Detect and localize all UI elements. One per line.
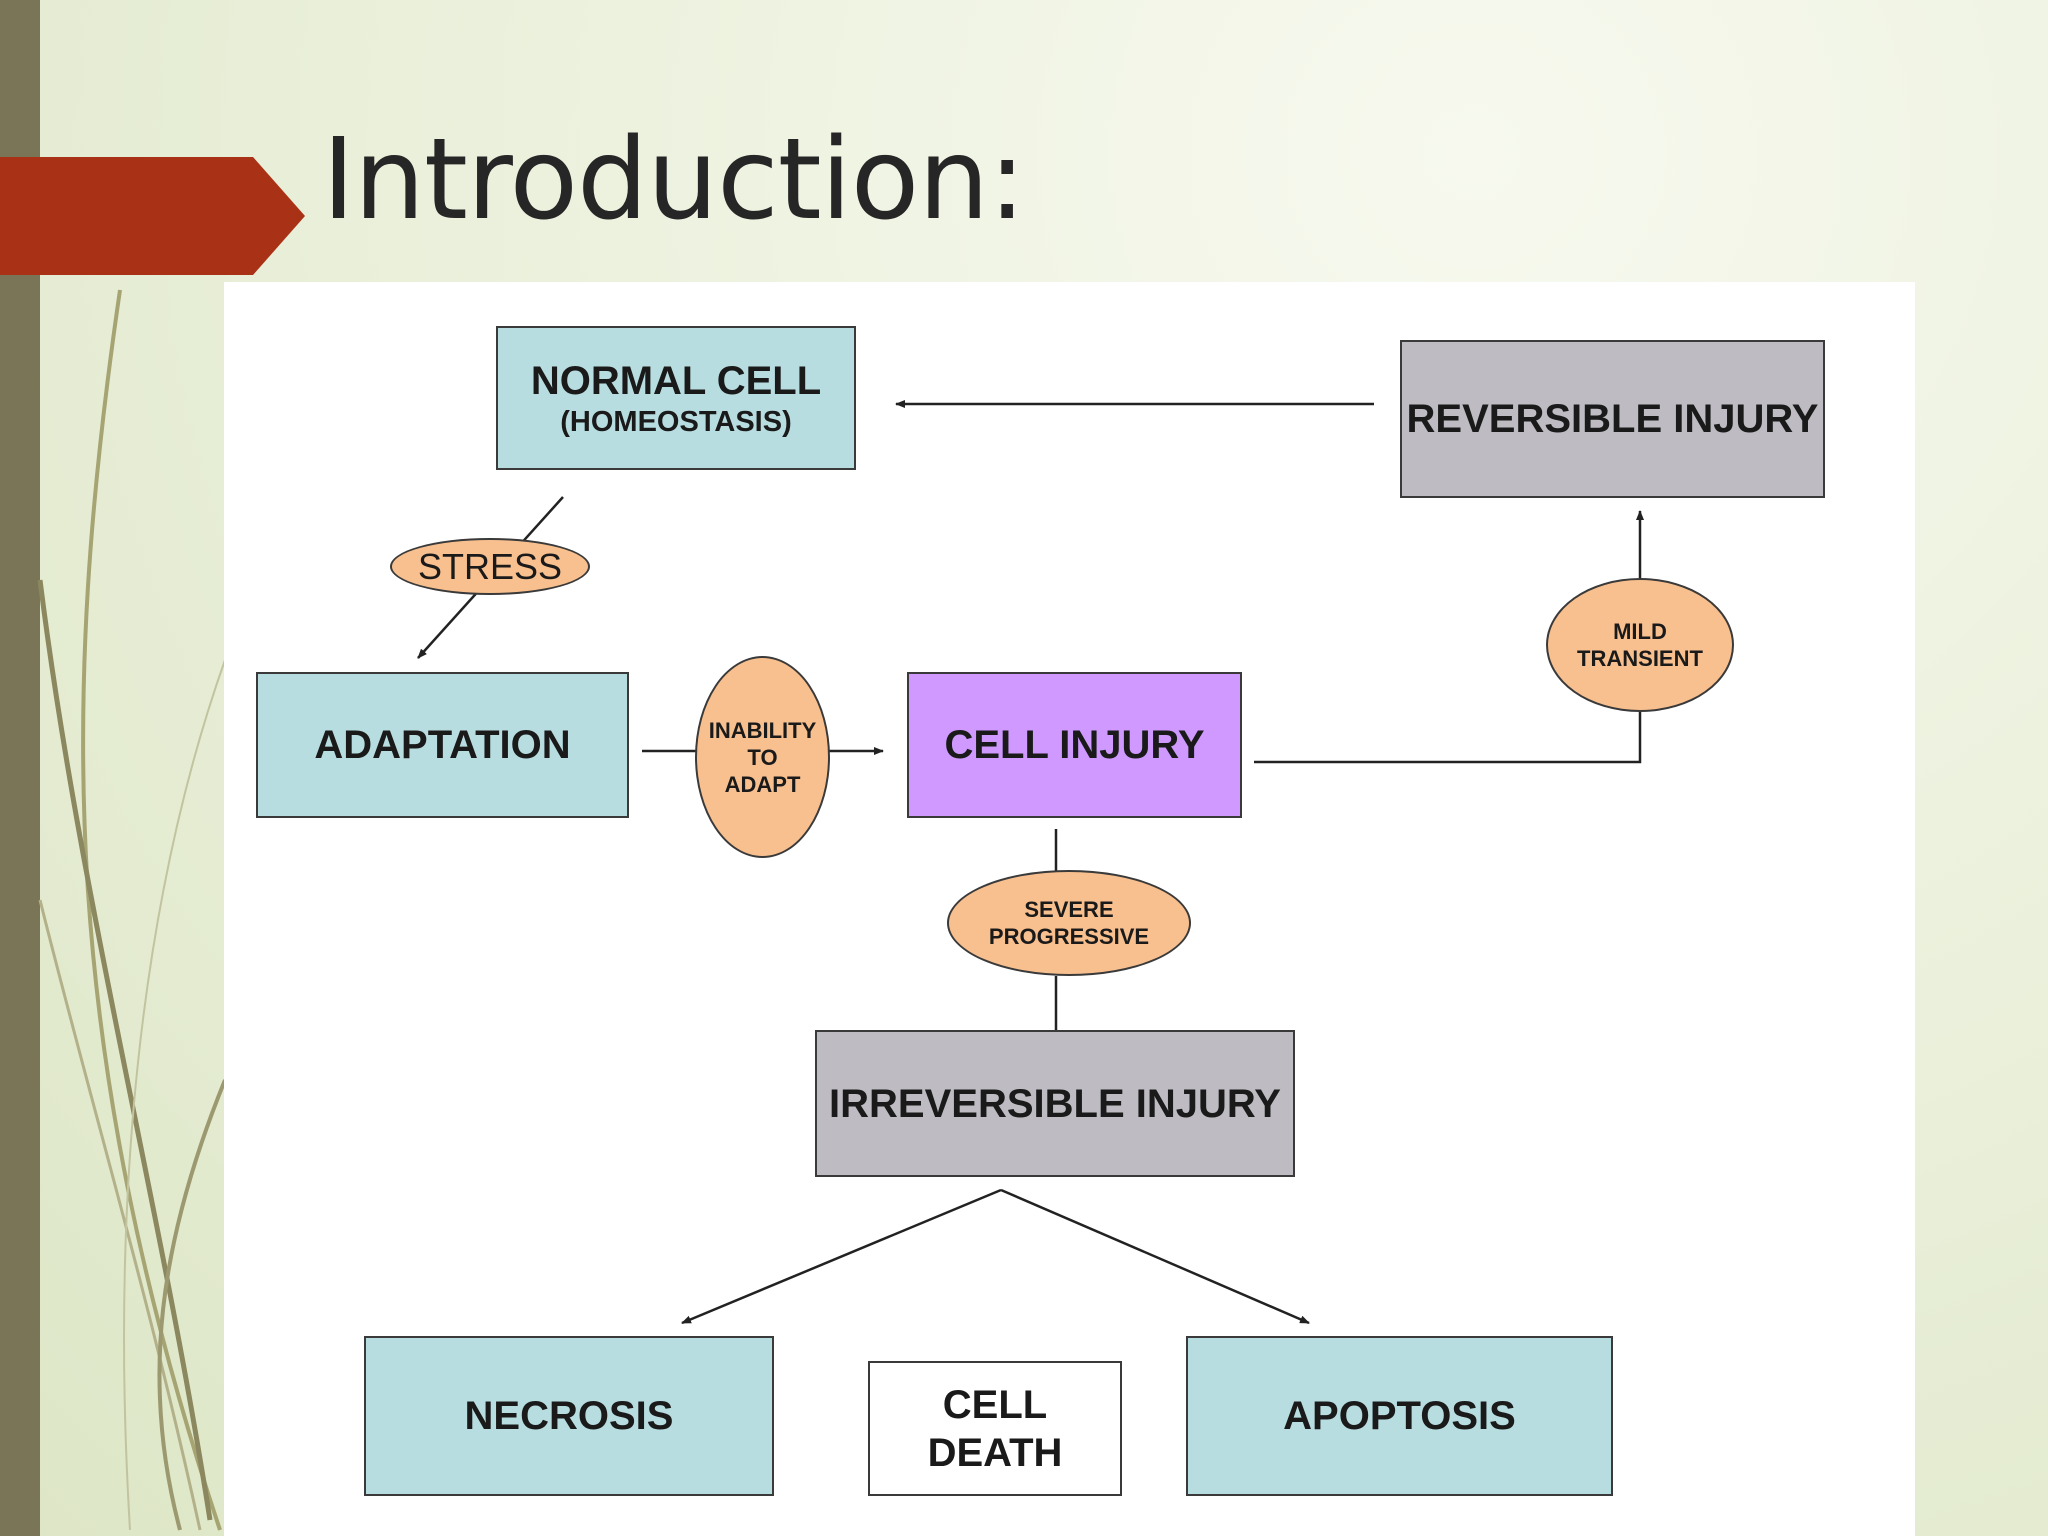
reversible-injury-label: REVERSIBLE INJURY [1406, 397, 1819, 441]
necrosis-label: NECROSIS [464, 1394, 674, 1438]
homeostasis-label: (HOMEOSTASIS) [560, 406, 792, 438]
inability-to-adapt-label: INABILITY TO ADAPT [708, 717, 817, 797]
inability-to-adapt-oval: INABILITY TO ADAPT [695, 656, 830, 858]
cell-death-box: CELL DEATH [868, 1361, 1122, 1496]
cell-death-line1: CELL [942, 1382, 1048, 1427]
mild-transient-label: MILD TRANSIENT [1577, 619, 1703, 671]
mild-transient-oval: MILD TRANSIENT [1546, 578, 1734, 712]
irreversible-injury-label: IRREVERSIBLE INJURY [829, 1081, 1281, 1126]
apoptosis-label: APOPTOSIS [1283, 1394, 1516, 1438]
adaptation-label: ADAPTATION [314, 723, 571, 767]
edge-irreversible-to-necrosis [681, 1188, 1002, 1325]
normal-cell-box: NORMAL CELL (HOMEOSTASIS) [496, 326, 856, 470]
irreversible-injury-box: IRREVERSIBLE INJURY [815, 1030, 1295, 1177]
necrosis-box: NECROSIS [364, 1336, 774, 1496]
severe-progressive-oval: SEVERE PROGRESSIVE [947, 870, 1191, 976]
stress-oval: STRESS [390, 538, 590, 595]
severe-progressive-label: SEVERE PROGRESSIVE [988, 897, 1150, 949]
cell-injury-box: CELL INJURY [907, 672, 1242, 818]
edge-irreversible-to-apoptosis [1000, 1188, 1310, 1325]
cell-death-line2: DEATH [927, 1430, 1063, 1475]
adaptation-box: ADAPTATION [256, 672, 629, 818]
reversible-injury-box: REVERSIBLE INJURY [1400, 340, 1825, 498]
edge-cell-injury-to-mild [1254, 712, 1642, 764]
slide-title: Introduction: [322, 115, 1026, 245]
cell-injury-label: CELL INJURY [944, 723, 1205, 767]
title-accent-arrow [0, 157, 305, 275]
stress-label: STRESS [417, 545, 563, 587]
apoptosis-box: APOPTOSIS [1186, 1336, 1613, 1496]
normal-cell-label: NORMAL CELL [530, 359, 822, 403]
decorative-curves [37, 289, 227, 1531]
